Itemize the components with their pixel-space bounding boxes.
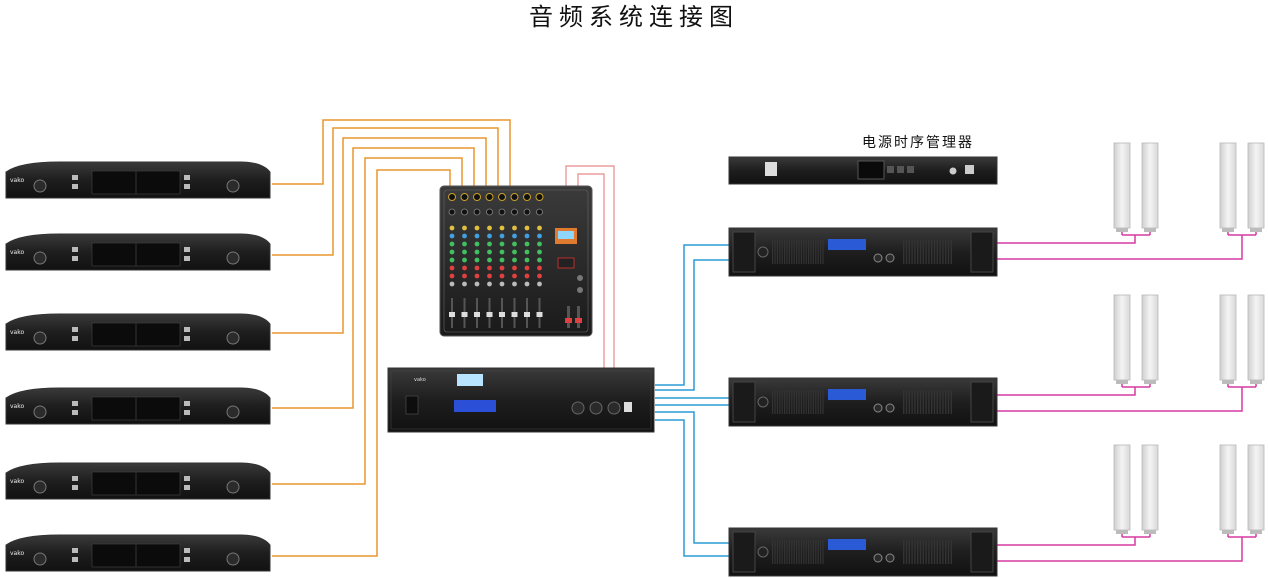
mic-cable-1 [272, 119, 511, 196]
mixer-return-1 [565, 165, 615, 368]
column-speaker [1113, 294, 1131, 384]
mic-cable-6 [272, 169, 451, 557]
receiver-brand: vako [10, 550, 24, 557]
processor-cables [655, 244, 730, 557]
proc-cable-1 [655, 244, 730, 386]
power-amplifier [728, 377, 998, 427]
receiver-brand: vako [10, 249, 24, 256]
column-speaker [1141, 444, 1159, 534]
mixer-channel [523, 193, 531, 328]
wireless-receivers: vako vako vako vako vako vako [5, 161, 271, 572]
column-speakers [1113, 142, 1265, 534]
mixer-return-cables [565, 165, 615, 368]
receiver-brand: vako [10, 478, 24, 485]
column-speaker [1247, 294, 1265, 384]
audio-processor: vako [387, 367, 655, 433]
mixer-channel [473, 193, 481, 328]
mixer-channel [535, 193, 544, 328]
mic-cable-3 [272, 137, 487, 334]
column-speaker [1219, 142, 1237, 232]
column-speaker [1219, 444, 1237, 534]
power-sequencer-label: 电源时序管理器 [862, 135, 974, 151]
power-amplifier [728, 527, 998, 577]
receiver-brand: vako [10, 177, 24, 184]
proc-cable-6 [655, 419, 730, 557]
mic-cable-5 [272, 157, 463, 485]
mixer-channel [510, 193, 519, 328]
processor-brand: vako [414, 377, 426, 383]
column-speaker [1247, 444, 1265, 534]
column-speaker [1141, 142, 1159, 232]
wireless-receiver: vako [5, 462, 271, 500]
receiver-brand: vako [10, 403, 24, 410]
wireless-receiver: vako [5, 233, 271, 271]
column-speaker [1141, 294, 1159, 384]
page-title: 音频系统连接图 [529, 3, 739, 31]
wireless-receiver: vako [5, 313, 271, 351]
amplifiers [728, 227, 998, 577]
proc-cable-2 [655, 259, 730, 391]
mixer-return-2 [577, 173, 605, 368]
power-sequencer [728, 156, 998, 185]
mixer-channel [460, 193, 469, 328]
wireless-receiver: vako [5, 534, 271, 572]
mixer-channel [498, 193, 506, 328]
power-amplifier [728, 227, 998, 277]
mixer-channel [485, 193, 494, 328]
mic-cables [272, 119, 511, 557]
receiver-brand: vako [10, 329, 24, 336]
wireless-receiver: vako [5, 387, 271, 425]
wireless-receiver: vako [5, 161, 271, 199]
mixer-channel [448, 193, 456, 328]
mic-cable-4 [272, 147, 475, 409]
column-speaker [1113, 142, 1131, 232]
mixer [439, 185, 593, 337]
proc-cable-5 [655, 411, 730, 544]
column-speaker [1247, 142, 1265, 232]
mic-cable-2 [272, 127, 499, 256]
column-speaker [1113, 444, 1131, 534]
column-speaker [1219, 294, 1237, 384]
